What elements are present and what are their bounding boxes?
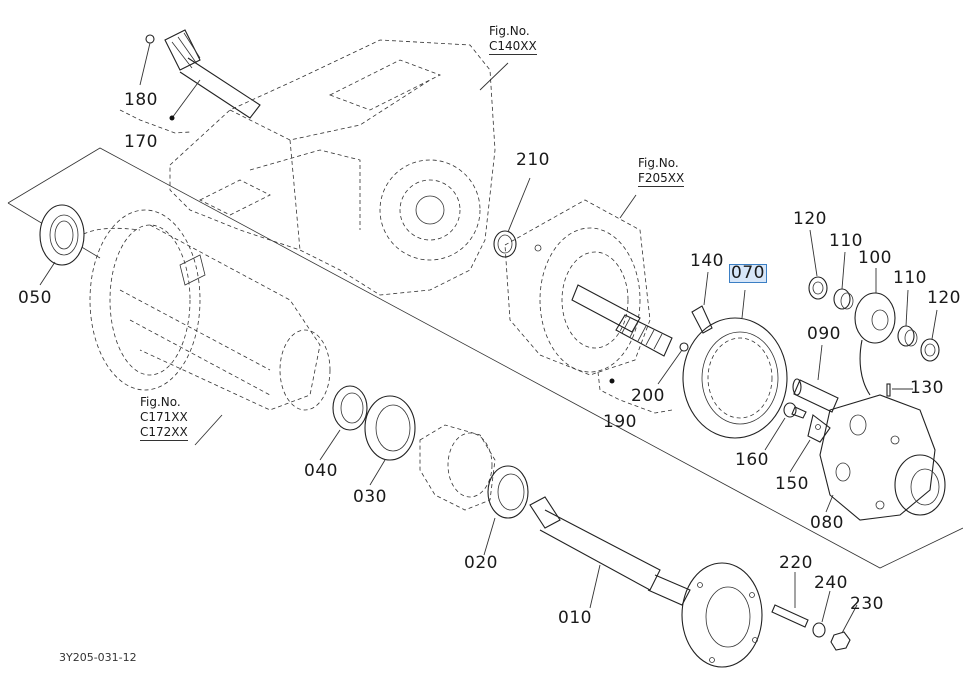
callout-110-left[interactable]: 110 xyxy=(829,231,863,251)
callout-160[interactable]: 160 xyxy=(735,450,769,470)
figure-label: Fig.No. xyxy=(638,156,679,170)
callout-210[interactable]: 210 xyxy=(516,150,550,170)
callout-110-right[interactable]: 110 xyxy=(893,268,927,288)
callout-130[interactable]: 130 xyxy=(910,378,944,398)
pinion-shaft-170 xyxy=(119,29,261,134)
callout-020[interactable]: 020 xyxy=(464,553,498,573)
callout-170[interactable]: 170 xyxy=(124,132,158,152)
callout-100[interactable]: 100 xyxy=(858,248,892,268)
callout-090[interactable]: 090 xyxy=(807,324,841,344)
callout-140[interactable]: 140 xyxy=(690,251,724,271)
seal-020 xyxy=(487,465,529,519)
callout-010[interactable]: 010 xyxy=(558,608,592,628)
callout-080[interactable]: 080 xyxy=(810,513,844,533)
planet-carrier-080 xyxy=(819,394,946,521)
callout-070[interactable]: 070 xyxy=(729,263,767,283)
washer-120-right xyxy=(920,338,940,362)
bearing-050 xyxy=(39,204,85,266)
transmission-case xyxy=(169,39,496,296)
callout-220[interactable]: 220 xyxy=(779,553,813,573)
callout-180[interactable]: 180 xyxy=(124,90,158,110)
washer-120-left xyxy=(808,276,828,300)
document-id: 3Y205-031-12 xyxy=(59,651,137,664)
ring-gear-070 xyxy=(682,317,788,439)
bearing-030 xyxy=(364,395,416,461)
callout-230[interactable]: 230 xyxy=(850,594,884,614)
callout-240[interactable]: 240 xyxy=(814,573,848,593)
axle-housing xyxy=(61,209,331,411)
pin-130 xyxy=(886,383,891,397)
snap-ring-210 xyxy=(493,230,517,258)
callout-120-left[interactable]: 120 xyxy=(793,209,827,229)
callout-190[interactable]: 190 xyxy=(603,412,637,432)
bolt-160 xyxy=(783,402,807,419)
stud-bolt-220 xyxy=(771,604,809,628)
figure-label: Fig.No. xyxy=(489,24,530,38)
washer-240 xyxy=(812,622,826,638)
callout-120-right[interactable]: 120 xyxy=(927,288,961,308)
figure-reference-c140xx[interactable]: Fig.No. C140XX xyxy=(489,24,537,55)
figure-reference-c171xx[interactable]: Fig.No. C171XX C172XX xyxy=(140,395,188,441)
figure-reference-f205xx[interactable]: Fig.No. F205XX xyxy=(638,156,685,187)
shaft-190 xyxy=(571,284,689,414)
callout-150[interactable]: 150 xyxy=(775,474,809,494)
pinion-shaft-090 xyxy=(792,378,839,413)
callout-030[interactable]: 030 xyxy=(353,487,387,507)
figure-label: Fig.No. xyxy=(140,395,181,409)
pin-140 xyxy=(691,305,713,334)
nut-230 xyxy=(830,631,851,651)
callout-200[interactable]: 200 xyxy=(631,386,665,406)
callout-050[interactable]: 050 xyxy=(18,288,52,308)
figure-code[interactable]: C171XX xyxy=(140,410,188,424)
figure-code[interactable]: F205XX xyxy=(638,171,685,187)
seal-040 xyxy=(332,385,368,431)
lock-plate-150 xyxy=(807,414,831,443)
figure-code[interactable]: C172XX xyxy=(140,425,188,441)
axle-shaft-010 xyxy=(529,496,763,668)
planetary-housing xyxy=(504,199,651,376)
callout-040[interactable]: 040 xyxy=(304,461,338,481)
needle-bearing-110-right xyxy=(897,325,918,347)
planet-gear-100 xyxy=(854,292,896,396)
needle-bearing-110-left xyxy=(833,288,854,310)
leader-lines xyxy=(39,62,938,634)
bearing-cage xyxy=(419,424,496,511)
figure-code[interactable]: C140XX xyxy=(489,39,537,55)
